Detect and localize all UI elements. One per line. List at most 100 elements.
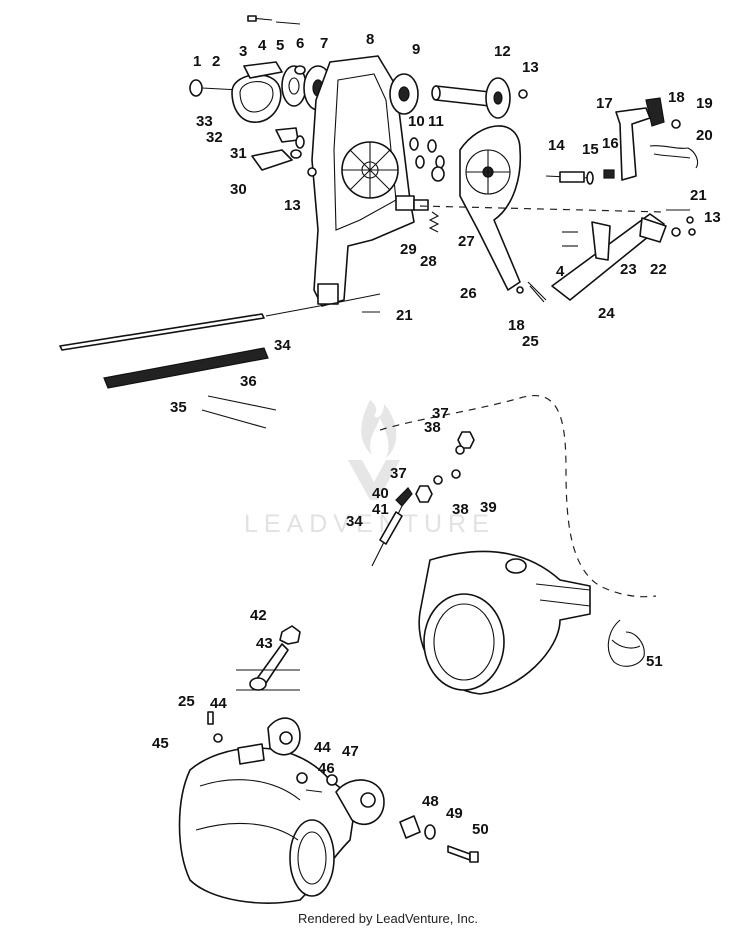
cable-part <box>59 293 381 351</box>
callout-label: 16 <box>602 135 619 152</box>
nut-part <box>518 89 528 99</box>
callout-label: 37 <box>432 405 449 422</box>
axis-line <box>419 205 665 213</box>
callout-label: 39 <box>480 499 497 516</box>
footer-credit: Rendered by LeadVenture, Inc. <box>298 911 478 926</box>
callout-label: 10 <box>408 113 425 130</box>
callout-label: 14 <box>548 137 565 154</box>
bushing-part <box>431 166 445 182</box>
nut-part <box>415 431 475 503</box>
lever-part <box>603 97 665 181</box>
callout-label: 17 <box>596 95 613 112</box>
grip-part <box>103 347 269 389</box>
callout-label: 36 <box>240 373 257 390</box>
lower-chute-part <box>178 717 385 904</box>
watermark-text: LEADVENTURE <box>244 510 495 538</box>
callout-label: 13 <box>704 209 721 226</box>
callout-label: 18 <box>508 317 525 334</box>
watermark-logo <box>348 400 400 500</box>
callout-label: 22 <box>650 261 667 278</box>
callout-label: 49 <box>446 805 463 822</box>
bracket-part <box>231 61 283 123</box>
callout-label: 51 <box>646 653 663 670</box>
screw-part <box>305 789 323 793</box>
callout-label: 7 <box>320 35 328 52</box>
callout-label: 32 <box>206 129 223 146</box>
callout-label: 19 <box>696 95 713 112</box>
nut-part <box>686 216 694 224</box>
callout-label: 4 <box>556 263 565 280</box>
washer-part <box>296 772 308 784</box>
callout-label: 1 <box>193 53 201 70</box>
callout-label: 24 <box>598 305 615 322</box>
callout-label: 33 <box>196 113 213 130</box>
callout-label: 43 <box>256 635 273 652</box>
nut-part <box>307 167 317 177</box>
callout-label: 44 <box>314 739 331 756</box>
callout-label: 40 <box>372 485 389 502</box>
callout-label: 27 <box>458 233 475 250</box>
callout-label: 9 <box>412 41 420 58</box>
callout-label: 25 <box>178 693 195 710</box>
callout-label: 46 <box>318 760 335 777</box>
bushing-part <box>399 815 436 840</box>
washer-part <box>671 119 681 129</box>
chain-part <box>649 145 699 169</box>
callout-label: 26 <box>460 285 477 302</box>
bracket-part <box>551 213 667 301</box>
callout-label: 37 <box>390 465 407 482</box>
callout-label: 48 <box>422 793 439 810</box>
callout-label: 45 <box>152 735 169 752</box>
washer-part <box>213 733 223 743</box>
screw-part <box>562 231 578 247</box>
callout-label: 42 <box>250 607 267 624</box>
callout-label: 21 <box>396 307 413 324</box>
nut-part <box>326 774 338 786</box>
callout-label: 28 <box>420 253 437 270</box>
spring-part <box>413 199 440 233</box>
callout-label: 8 <box>366 31 374 48</box>
shaft-part <box>431 77 511 119</box>
callout-label: 34 <box>346 513 363 530</box>
callout-label: 20 <box>696 127 713 144</box>
cable-routing-line <box>379 395 657 598</box>
gear-part <box>389 73 419 115</box>
callout-label: 41 <box>372 501 389 518</box>
callout-label: 12 <box>494 43 511 60</box>
callout-label: 44 <box>210 695 227 712</box>
nut-part <box>688 228 696 236</box>
washer-part <box>671 227 681 237</box>
callout-label: 13 <box>522 59 539 76</box>
pin-part <box>545 171 594 185</box>
callout-label: 29 <box>400 241 417 258</box>
cotter-pin-part <box>516 281 547 303</box>
callout-label: 2 <box>212 53 220 70</box>
callout-label: 38 <box>452 501 469 518</box>
lever-part <box>236 643 300 691</box>
callout-label: 23 <box>620 261 637 278</box>
chute-housing-part <box>418 550 591 695</box>
callout-label: 11 <box>428 113 444 130</box>
rod-part <box>201 395 277 429</box>
main-plate-part <box>311 55 415 307</box>
callout-label: 38 <box>424 419 441 436</box>
callout-label: 35 <box>170 399 187 416</box>
callout-label: 5 <box>276 37 284 54</box>
callout-label: 21 <box>690 187 707 204</box>
callout-label: 15 <box>582 141 599 158</box>
callout-label: 30 <box>230 181 247 198</box>
callout-label: 50 <box>472 821 489 838</box>
threaded-rod-part <box>371 487 413 567</box>
callout-label: 4 <box>258 37 267 54</box>
screw-part <box>247 15 273 22</box>
pin-part <box>207 711 214 725</box>
chain-part <box>607 619 645 667</box>
callout-label: 3 <box>239 43 247 60</box>
washer-part <box>409 137 445 169</box>
callout-label: 34 <box>274 337 291 354</box>
callout-label: 6 <box>296 35 304 52</box>
callout-label: 25 <box>522 333 539 350</box>
washer-part <box>281 65 307 107</box>
